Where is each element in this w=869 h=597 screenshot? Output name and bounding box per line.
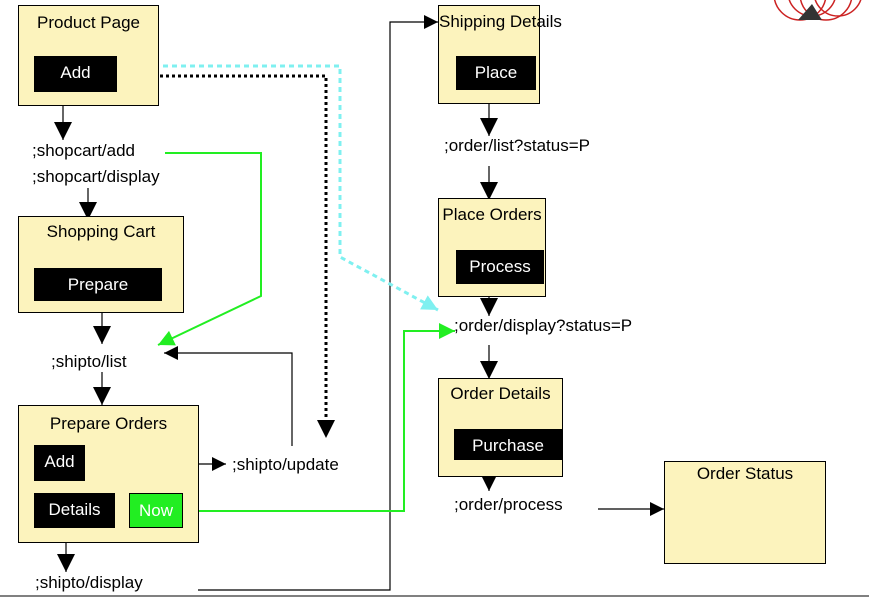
prepare-orders-add-button[interactable]: Add <box>34 445 85 481</box>
product-page-add-button[interactable]: Add <box>34 56 117 92</box>
prepare-orders-title: Prepare Orders <box>49 414 168 433</box>
cyan-arrow-add-to-order-display <box>118 64 439 312</box>
action-shipto-display: ;shipto/display <box>35 573 143 592</box>
action-shopcart-display: ;shopcart/display <box>32 167 160 186</box>
action-order-list: ;order/list?status=P <box>444 136 590 155</box>
action-shipto-list: ;shipto/list <box>51 352 127 371</box>
place-orders-title: Place Orders <box>442 205 542 224</box>
shipping-details-title: Shipping Details <box>439 12 562 31</box>
place-button[interactable]: Place <box>456 56 536 90</box>
action-order-display: ;order/display?status=P <box>454 316 633 335</box>
purchase-button[interactable]: Purchase <box>454 429 562 460</box>
order-details-title: Order Details <box>450 384 551 403</box>
arrow-shipto-display-to-shipping-details <box>198 15 438 591</box>
now-button[interactable]: Now <box>129 493 183 528</box>
green-arrow-shopcart-add-to-shipto-list <box>157 152 262 346</box>
prepare-button[interactable]: Prepare <box>34 268 162 301</box>
green-arrow-now-to-order-display <box>183 323 455 512</box>
red-circles-logo-icon <box>773 0 862 21</box>
details-button[interactable]: Details <box>34 493 115 528</box>
action-shipto-update: ;shipto/update <box>232 455 339 474</box>
action-order-process: ;order/process <box>454 495 563 514</box>
arrow-shipto-update-to-shipto-list <box>164 346 293 446</box>
process-button[interactable]: Process <box>456 250 544 284</box>
product-page-title: Product Page <box>36 13 140 32</box>
shopping-cart-title: Shopping Cart <box>46 222 156 241</box>
order-status-box: Order Status <box>664 461 826 564</box>
action-shopcart-add: ;shopcart/add <box>32 141 136 160</box>
order-status-title: Order Status <box>696 464 794 483</box>
order-details-box: Order Details <box>438 378 563 477</box>
